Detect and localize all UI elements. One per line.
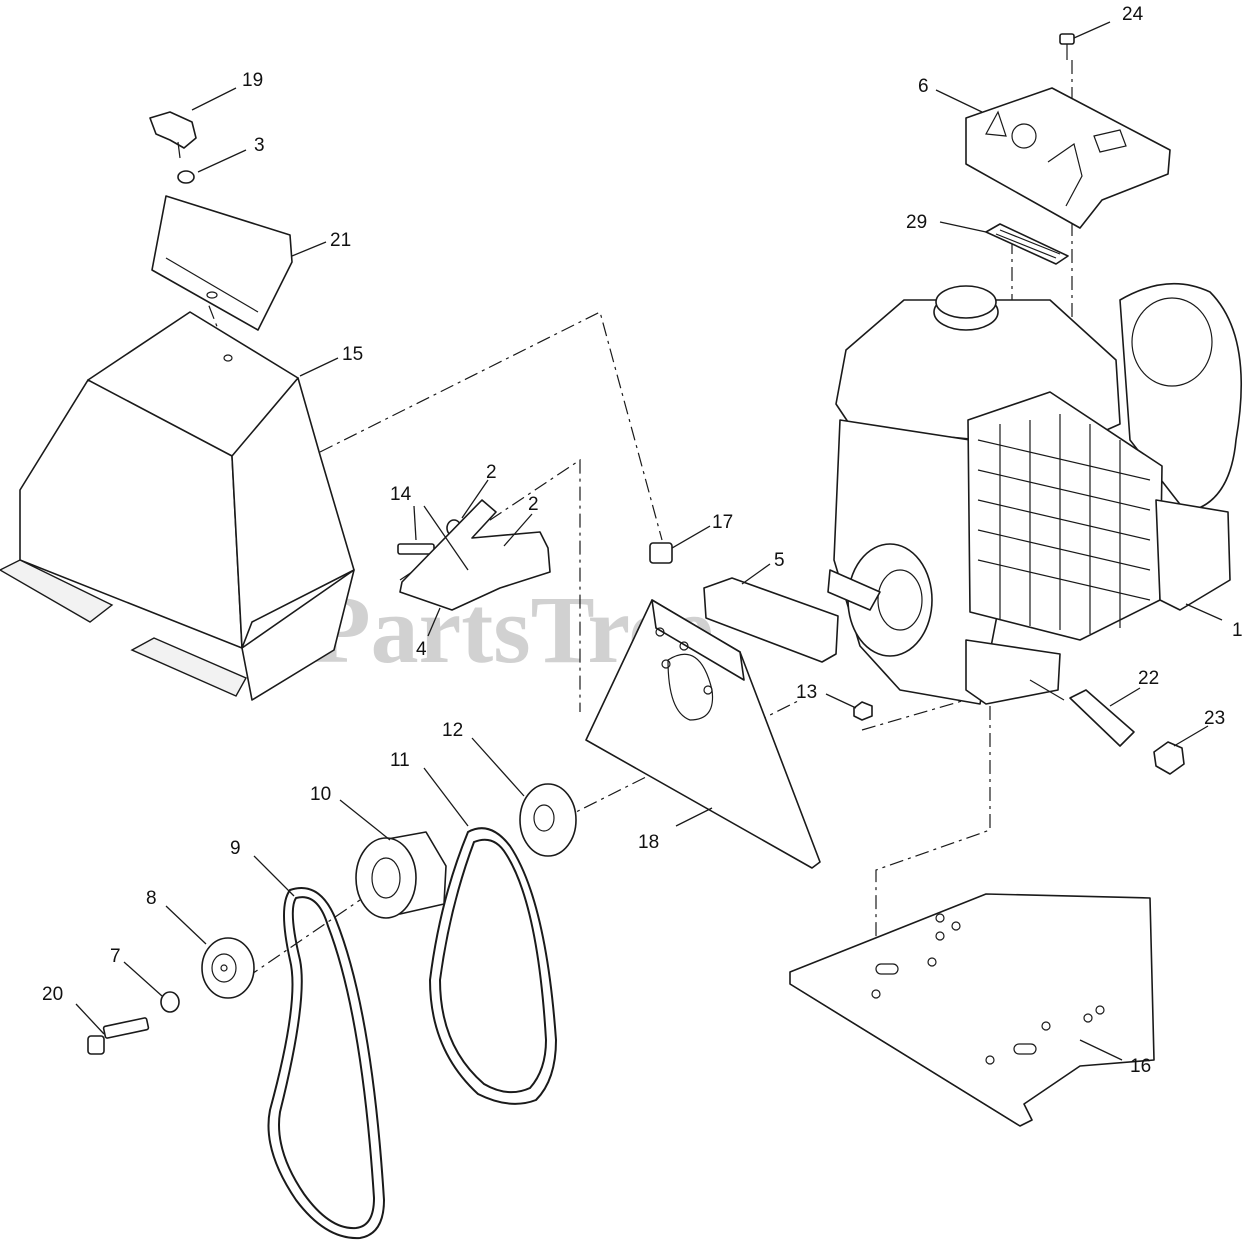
callout-13: 13 [796,682,817,703]
part-20-bolt [87,1017,150,1055]
callout-16: 16 [1130,1056,1151,1077]
part-23-cap-nut [1153,741,1185,775]
part-21-bracket [151,195,293,331]
callout-5: 5 [774,550,785,571]
callout-21: 21 [330,230,351,251]
callout-23: 23 [1204,708,1225,729]
callout-20: 20 [42,984,63,1005]
callout-3: 3 [254,135,265,156]
callout-9: 9 [230,838,241,859]
part-6-shroud [965,87,1171,229]
callout-12: 12 [442,720,463,741]
callout-24: 24 [1122,4,1144,25]
part-22-spacer [1069,689,1135,747]
callout-6: 6 [918,76,929,97]
part-29-decal [985,223,1069,265]
callout-22: 22 [1138,668,1159,689]
part-1-engine [827,282,1243,705]
part-15-belt-guard [0,311,355,701]
part-19-knob [149,111,197,159]
callout-2a: 2 [486,462,497,483]
part-10-clutch [355,831,447,919]
callout-10: 10 [310,784,331,805]
part-11-belt [428,827,558,1105]
part-18-plate [585,599,821,869]
part-16-base-plate [789,893,1155,1127]
callout-15: 15 [342,344,363,365]
callout-2b: 2 [528,494,539,515]
part-13-nut [853,701,873,721]
callout-4: 4 [416,639,427,660]
callout-1: 1 [1232,620,1243,641]
leader-lines [75,21,1223,1061]
part-24-screw [1059,33,1075,60]
callout-29: 29 [906,212,927,233]
callout-8: 8 [146,888,157,909]
callout-18: 18 [638,832,659,853]
part-4-rod [399,499,551,611]
part-5-bar [703,577,839,663]
part-8-pulley [201,937,255,999]
callout-labels: 19 3 21 15 14 2 2 4 17 5 6 29 24 1 13 22… [42,4,1243,1077]
part-17-clip-nut [649,542,673,564]
part-3-washer [177,170,195,184]
part-9-belt [267,887,386,1240]
part-7-washer [160,991,180,1013]
callout-11: 11 [390,750,410,771]
callout-17: 17 [712,512,733,533]
callout-7: 7 [110,946,121,967]
callout-14: 14 [390,484,412,505]
callout-19: 19 [242,70,263,91]
part-12-pulley [519,783,577,857]
